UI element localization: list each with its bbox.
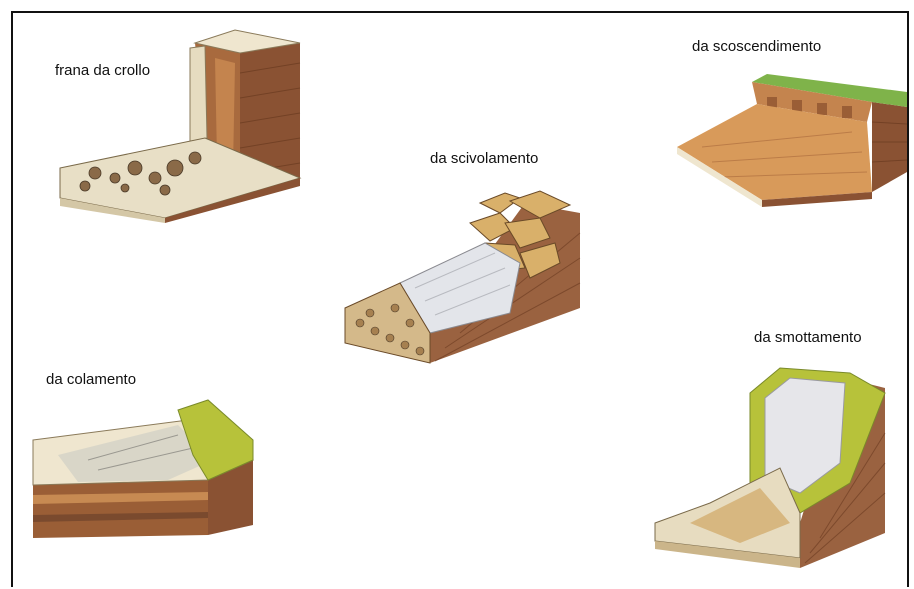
label-da-scivolamento: da scivolamento bbox=[430, 150, 538, 167]
label-da-colamento: da colamento bbox=[46, 371, 136, 388]
label-da-smottamento: da smottamento bbox=[754, 329, 862, 346]
label-da-scoscendimento: da scoscendimento bbox=[692, 38, 821, 55]
flow-block-illustration bbox=[28, 400, 258, 540]
slide-block-illustration bbox=[340, 183, 590, 368]
rockfall-block-illustration bbox=[55, 28, 305, 223]
slump-block-illustration bbox=[672, 72, 912, 212]
earthflow-block-illustration bbox=[650, 363, 890, 573]
